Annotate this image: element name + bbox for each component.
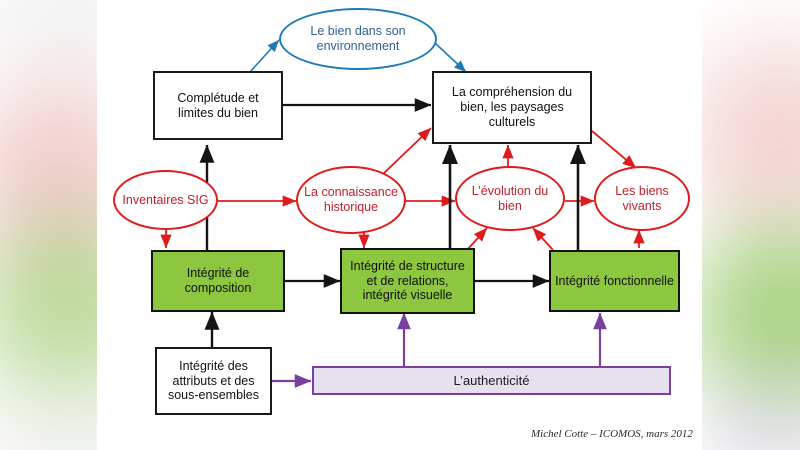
- node-inventories-label: Inventaires SIG: [122, 192, 209, 207]
- node-structure-label: Intégrité de structure et de relations, …: [350, 258, 465, 303]
- node-completeness-label: Complétude et limites du bien: [177, 90, 259, 120]
- node-authenticity-label: L’authenticité: [453, 372, 530, 388]
- node-attributes-label: Intégrité des attributs et des sous-ense…: [167, 358, 259, 403]
- node-environment-ellipse[interactable]: Le bien dans son environnement: [279, 8, 437, 70]
- node-composition-label: Intégrité de composition: [184, 266, 252, 295]
- node-completeness-box[interactable]: Complétude et limites du bien: [153, 71, 283, 140]
- node-environment-label: Le bien dans son environnement: [310, 24, 406, 53]
- node-comprehension-label: La compréhension du bien, les paysages c…: [451, 85, 573, 129]
- node-attributes-box[interactable]: Intégrité des attributs et des sous-ense…: [155, 347, 272, 415]
- link-functional-to-evolution: [532, 227, 554, 251]
- link-comprehension-to-living: [591, 130, 637, 169]
- node-inventories-ellipse[interactable]: Inventaires SIG: [113, 170, 218, 230]
- link-completeness-to-environment: [249, 39, 280, 73]
- node-living-ellipse[interactable]: Les biens vivants: [594, 166, 690, 231]
- node-knowledge-label: La connaissance historique: [304, 185, 398, 214]
- node-evolution-ellipse[interactable]: L’évolution du bien: [455, 166, 565, 231]
- node-living-label: Les biens vivants: [615, 183, 669, 213]
- node-structure-box[interactable]: Intégrité de structure et de relations, …: [340, 248, 475, 314]
- node-comprehension-box[interactable]: La compréhension du bien, les paysages c…: [432, 71, 592, 144]
- node-knowledge-ellipse[interactable]: La connaissance historique: [296, 166, 406, 234]
- node-authenticity-bar[interactable]: L’authenticité: [312, 366, 671, 395]
- link-knowledge-to-comprehension: [381, 127, 432, 176]
- link-structure-to-evolution: [466, 227, 488, 251]
- node-evolution-label: L’évolution du bien: [471, 183, 549, 213]
- credit-line: Michel Cotte – ICOMOS, mars 2012: [531, 428, 693, 440]
- node-composition-box[interactable]: Intégrité de composition: [151, 250, 285, 312]
- link-environment-to-comprehension: [434, 42, 467, 73]
- node-functional-box[interactable]: Intégrité fonctionnelle: [549, 250, 680, 312]
- node-functional-label: Intégrité fonctionnelle: [555, 273, 674, 288]
